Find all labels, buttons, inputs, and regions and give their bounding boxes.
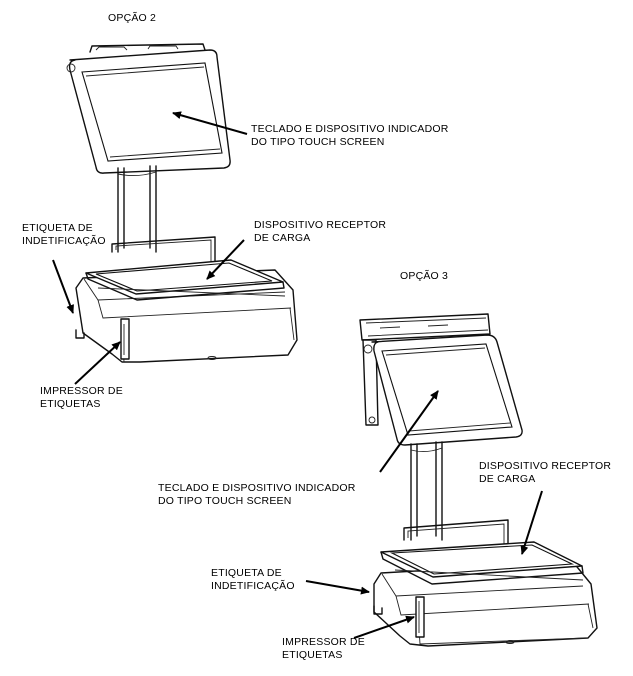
option3-arrows bbox=[305, 390, 543, 639]
option3-screen-label: TECLADO E DISPOSITIVO INDICADOR DO TIPO … bbox=[158, 482, 356, 508]
option2-receiver-label-line1: DISPOSITIVO RECEPTOR bbox=[254, 219, 387, 231]
option3-printer-label: IMPRESSOR DE ETIQUETAS bbox=[282, 636, 365, 662]
option2-screen-arrow bbox=[172, 111, 248, 135]
option2-receiver-label-line2: DE CARGA bbox=[254, 232, 311, 244]
option2-title: OPÇÃO 2 bbox=[108, 12, 157, 24]
option2-scale bbox=[66, 43, 298, 363]
option2-screen-label: TECLADO E DISPOSITIVO INDICADOR DO TIPO … bbox=[251, 123, 449, 149]
option2-printer-slot bbox=[120, 318, 130, 360]
option3-printer-arrow bbox=[353, 615, 415, 639]
option3-scale bbox=[359, 313, 598, 647]
option3-receiver-label-line2: DE CARGA bbox=[479, 473, 536, 485]
option2-arrows bbox=[52, 111, 248, 385]
option3-printer-label-line2: ETIQUETAS bbox=[282, 649, 343, 661]
option3-tag-label-line1: ETIQUETA DE bbox=[211, 567, 282, 579]
option3-receiver-label: DISPOSITIVO RECEPTOR DE CARGA bbox=[479, 460, 611, 486]
option2-tag-arrow bbox=[52, 259, 74, 314]
option2-tag-label: ETIQUETA DE INDETIFICAÇÃO bbox=[22, 222, 106, 248]
option2-receiver-label: DISPOSITIVO RECEPTOR DE CARGA bbox=[254, 219, 386, 245]
option3-receiver-label-line1: DISPOSITIVO RECEPTOR bbox=[479, 460, 612, 472]
option3-printer-label-line1: IMPRESSOR DE bbox=[282, 636, 365, 648]
option2-screen-label-line1: TECLADO E DISPOSITIVO INDICADOR bbox=[251, 123, 449, 135]
option3-screen-arrow bbox=[379, 390, 439, 473]
option3-printer-slot bbox=[415, 596, 425, 638]
option3-receiver-arrow bbox=[520, 490, 543, 555]
option3-title: OPÇÃO 3 bbox=[400, 270, 449, 282]
option2-printer-label-line1: IMPRESSOR DE bbox=[40, 385, 123, 397]
option2-printer-arrow bbox=[74, 341, 121, 385]
option3-tag-label: ETIQUETA DE INDETIFICAÇÃO bbox=[211, 567, 295, 593]
option2-tag-label-line2: INDETIFICAÇÃO bbox=[22, 235, 106, 247]
option2-receiver-arrow bbox=[206, 239, 245, 280]
option3-tag-label-line2: INDETIFICAÇÃO bbox=[211, 580, 295, 592]
option3-screen-label-line2: DO TIPO TOUCH SCREEN bbox=[158, 495, 292, 507]
option3-touch-screen bbox=[381, 343, 513, 436]
option2-tag-label-line1: ETIQUETA DE bbox=[22, 222, 93, 234]
option2-touch-screen bbox=[81, 62, 223, 162]
option2-printer-label-line2: ETIQUETAS bbox=[40, 398, 101, 410]
option3-screen-label-line1: TECLADO E DISPOSITIVO INDICADOR bbox=[158, 482, 356, 494]
option2-printer-label: IMPRESSOR DE ETIQUETAS bbox=[40, 385, 123, 411]
option3-tag-arrow bbox=[305, 580, 370, 595]
option2-screen-label-line2: DO TIPO TOUCH SCREEN bbox=[251, 136, 385, 148]
